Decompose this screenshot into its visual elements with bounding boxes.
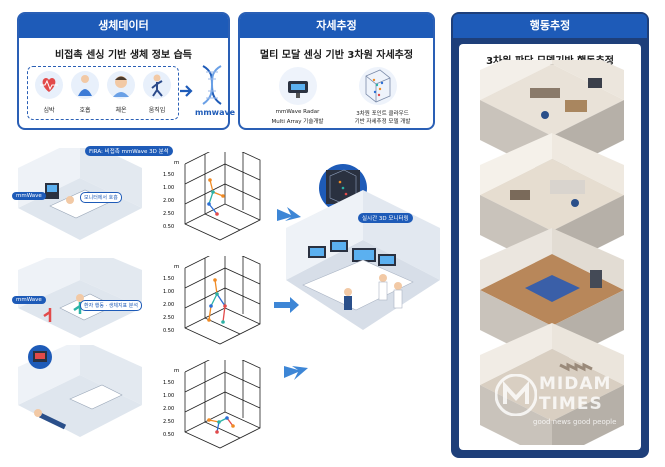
pose-plot-3 — [184, 360, 261, 449]
arrow-right-icon-2 — [274, 297, 299, 313]
watermark-brand-line1: MIDAM — [539, 374, 612, 394]
movement-icon — [143, 71, 171, 99]
pose-caption-right-1: 3차원 포인트 클라우드 — [356, 111, 409, 117]
bio-data-panel: 생체데이터 비접촉 센싱 기반 생체 정보 습득 심박 호흡 체온 움직임 mm — [17, 12, 235, 130]
axis-tick-1b: 1.00 — [163, 185, 175, 191]
bio-item-temperature: 체온 — [115, 107, 127, 114]
axis-tick-3c: 2.00 — [163, 406, 175, 412]
isometric-room-stack — [480, 60, 624, 445]
mmwave-tag: mmwave — [195, 108, 236, 117]
bio-item-breathing: 호흡 — [79, 107, 91, 114]
watermark-brand-line2: TIMES — [539, 394, 603, 414]
axis-tick-3a: 1.50 — [163, 380, 175, 386]
bio-item-heart-rate: 심박 — [43, 107, 55, 114]
body-temperature-icon — [107, 71, 135, 99]
bio-icons-box — [27, 66, 179, 120]
radar-device-icon — [279, 67, 317, 105]
point-cloud-icon — [359, 67, 397, 105]
axis-unit-2: m — [174, 264, 180, 270]
pose-plot-2 — [184, 256, 261, 345]
behavior-estimation-header: 행동추정 — [453, 14, 647, 38]
pose-estimation-panel: 자세추정 멀티 모달 센싱 기반 3차원 자세추정 mmWave Radar M… — [238, 12, 435, 130]
axis-tick-1a: 1.50 — [163, 172, 175, 178]
monitoring-room — [286, 164, 440, 330]
pose-estimation-header: 자세추정 — [240, 14, 433, 38]
axis-tick-3d: 2.50 — [163, 419, 175, 425]
pose-plot-1 — [184, 152, 261, 241]
bubble-label-2: 환자 행동 · 생체지표 분석 — [80, 300, 142, 311]
axis-tick-2d: 2.50 — [163, 315, 175, 321]
pose-caption-left-1: mmWave Radar — [275, 109, 320, 115]
axis-tick-2c: 2.00 — [163, 302, 175, 308]
room-bed — [480, 228, 624, 366]
axis-unit-1: m — [174, 160, 180, 166]
watermark-logo: MIDAM TIMES good news good people — [495, 372, 655, 442]
arrow-right-icon-1 — [277, 207, 301, 221]
mmwave-label-1: mmWave — [12, 192, 46, 200]
pose-caption-right-2: 기반 자세추정 모델 개발 — [354, 119, 411, 125]
bio-data-header: 생체데이터 — [19, 14, 228, 38]
hospital-scene-3 — [18, 345, 142, 437]
watermark-tagline: good news good people — [533, 418, 617, 426]
axis-tick-3e: 0.50 — [163, 432, 175, 438]
midam-logo-icon — [495, 374, 537, 416]
bio-item-movement: 움직임 — [148, 107, 166, 114]
hospital-scene-1 — [18, 148, 142, 240]
pose-caption-left-2: Multi Array 기술개발 — [271, 119, 324, 125]
bio-data-subtitle: 비접촉 센싱 기반 생체 정보 습득 — [54, 50, 192, 61]
heart-rate-icon — [35, 71, 63, 99]
axis-tick-1e: 0.50 — [163, 224, 175, 230]
axis-tick-2e: 0.50 — [163, 328, 175, 334]
axis-tick-1d: 2.50 — [163, 211, 175, 217]
fira-label: FIRA: 비접촉 mmWave 3D 분석 — [85, 146, 173, 156]
axis-unit-3: m — [174, 368, 180, 374]
arrow-right-icon — [180, 85, 193, 97]
bubble-label-1: 모니터에서 호흡 — [80, 192, 122, 203]
axis-tick-3b: 1.00 — [163, 393, 175, 399]
dna-icon — [202, 65, 222, 105]
arrow-right-icon-3 — [284, 366, 308, 380]
mmwave-label-2: mmWave — [12, 296, 46, 304]
pose-estimation-subtitle: 멀티 모달 센싱 기반 3차원 자세추정 — [259, 50, 414, 61]
axis-tick-1c: 2.00 — [163, 198, 175, 204]
room-living — [480, 60, 624, 176]
breathing-icon — [71, 71, 99, 99]
realtime-monitoring-label: 실시간 3D 모니터링 — [358, 213, 413, 223]
axis-tick-2a: 1.50 — [163, 276, 175, 282]
axis-tick-2b: 1.00 — [163, 289, 175, 295]
